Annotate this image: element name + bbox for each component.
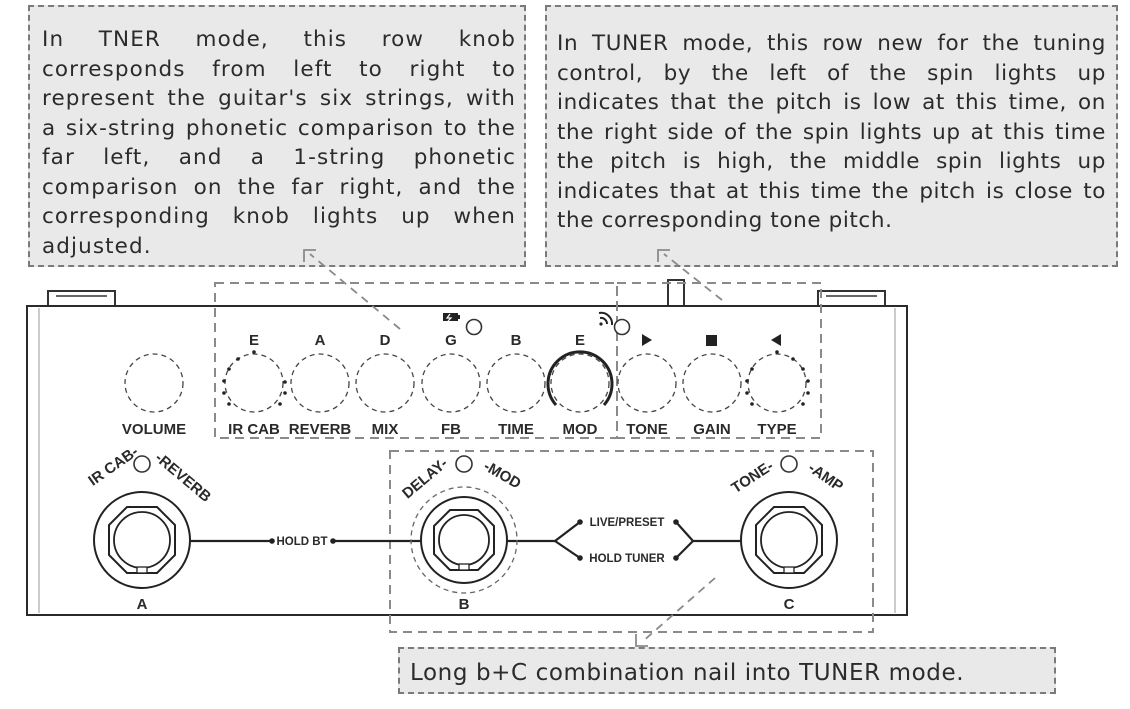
footswitch-c-led [780,455,798,473]
mod-indicator-arc [546,350,614,406]
gain-knob[interactable] [682,353,742,413]
string-knob-region [214,282,618,439]
back-icon [771,334,781,346]
callout-string-tuning-info: In TNER mode, this row knob corresponds … [28,5,526,267]
string-label-g: G [445,332,457,349]
string-label-d: D [380,332,391,349]
time-label: TIME [498,421,534,438]
signal-led [613,318,631,336]
footswitch-c-letter: C [784,596,795,613]
live-preset-label: LIVE/PRESET [590,517,665,529]
mix-label: MIX [372,421,399,438]
type-knob[interactable] [747,353,807,413]
time-knob[interactable] [486,353,546,413]
string-label-a: A [315,332,326,349]
mod-label: MOD [563,421,598,438]
fb-knob[interactable] [421,353,481,413]
fb-label: FB [441,421,461,438]
callout-bottom-text: Long b+C combination nail into TUNER mod… [410,660,965,686]
footswitch-a-letter: A [137,596,148,613]
volume-label: VOLUME [122,421,186,438]
string-label-e-high: E [575,332,585,349]
mix-knob[interactable] [355,353,415,413]
footswitch-a-led [133,455,151,473]
footswitch-b-letter: B [459,596,470,613]
hold-bt-label: HOLD BT [276,536,327,548]
reverb-knob[interactable] [290,353,350,413]
stop-icon [706,335,717,346]
ir-cab-led-dots [222,350,287,406]
hold-tuner-label: HOLD TUNER [589,553,665,565]
footswitch-b-led [455,455,473,473]
callout-tuner-indicator-info: In TUNER mode, this row new for the tuni… [545,5,1118,267]
string-label-b: B [511,332,522,349]
tone-knob[interactable] [617,353,677,413]
battery-led [465,318,483,336]
footswitch-c[interactable] [740,491,838,589]
input-jack-left [47,290,116,308]
power-jack [667,279,685,308]
type-led-dots [745,350,810,406]
gain-label: GAIN [693,421,731,438]
string-label-e-low: E [249,332,259,349]
tone-label: TONE [626,421,667,438]
reverb-label: REVERB [289,421,352,438]
callout-tuner-combo-info: Long b+C combination nail into TUNER mod… [398,647,1056,694]
mod-knob[interactable] [550,353,610,413]
type-label: TYPE [757,421,796,438]
play-icon [642,334,652,346]
battery-icon [443,313,460,322]
footswitch-b[interactable] [410,486,518,594]
footswitch-a[interactable] [93,491,191,589]
signal-icon [598,311,614,326]
callout-right-text: In TUNER mode, this row new for the tuni… [557,31,1106,233]
input-jack-right [817,290,886,308]
ir-cab-knob[interactable] [224,353,284,413]
callout-left-text: In TNER mode, this row knob corresponds … [42,27,516,259]
ir-cab-label: IR CAB [228,421,280,438]
volume-knob[interactable] [124,353,184,413]
